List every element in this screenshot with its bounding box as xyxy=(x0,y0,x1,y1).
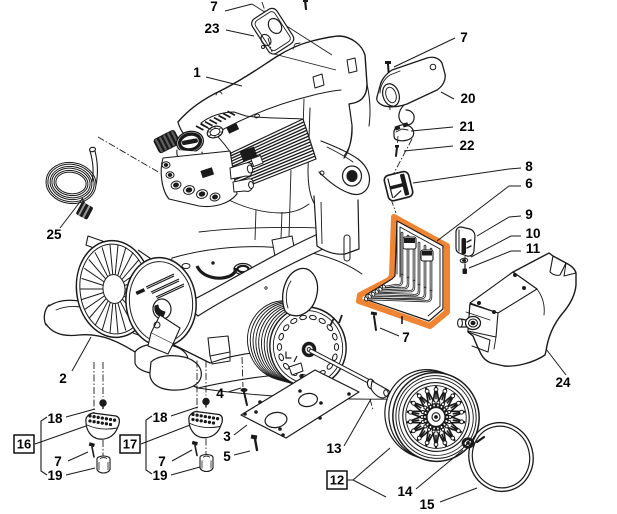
svg-text:8: 8 xyxy=(525,159,533,174)
svg-text:1: 1 xyxy=(193,65,201,80)
svg-text:20: 20 xyxy=(460,91,475,106)
svg-text:7: 7 xyxy=(54,454,62,469)
svg-text:15: 15 xyxy=(419,497,435,512)
svg-text:19: 19 xyxy=(47,468,62,483)
svg-text:14: 14 xyxy=(397,484,413,499)
svg-text:24: 24 xyxy=(555,375,571,390)
svg-text:23: 23 xyxy=(204,21,220,36)
svg-text:4: 4 xyxy=(216,386,224,401)
svg-text:12: 12 xyxy=(330,473,344,488)
svg-text:7: 7 xyxy=(158,454,166,469)
svg-text:2: 2 xyxy=(59,371,67,386)
svg-text:18: 18 xyxy=(152,410,168,425)
svg-text:19: 19 xyxy=(152,468,167,483)
svg-text:7: 7 xyxy=(460,30,468,45)
svg-text:11: 11 xyxy=(526,241,541,256)
svg-text:5: 5 xyxy=(223,449,231,464)
svg-text:10: 10 xyxy=(525,226,540,241)
svg-text:6: 6 xyxy=(525,176,533,191)
svg-text:18: 18 xyxy=(47,411,63,426)
svg-text:7: 7 xyxy=(402,330,410,345)
svg-text:22: 22 xyxy=(459,138,474,153)
svg-text:3: 3 xyxy=(223,429,231,444)
svg-text:16: 16 xyxy=(17,437,31,452)
svg-text:21: 21 xyxy=(459,119,475,134)
svg-text:13: 13 xyxy=(326,441,342,456)
svg-text:7: 7 xyxy=(210,0,218,14)
svg-text:17: 17 xyxy=(123,437,137,452)
svg-text:9: 9 xyxy=(525,207,533,222)
svg-text:25: 25 xyxy=(46,227,62,242)
